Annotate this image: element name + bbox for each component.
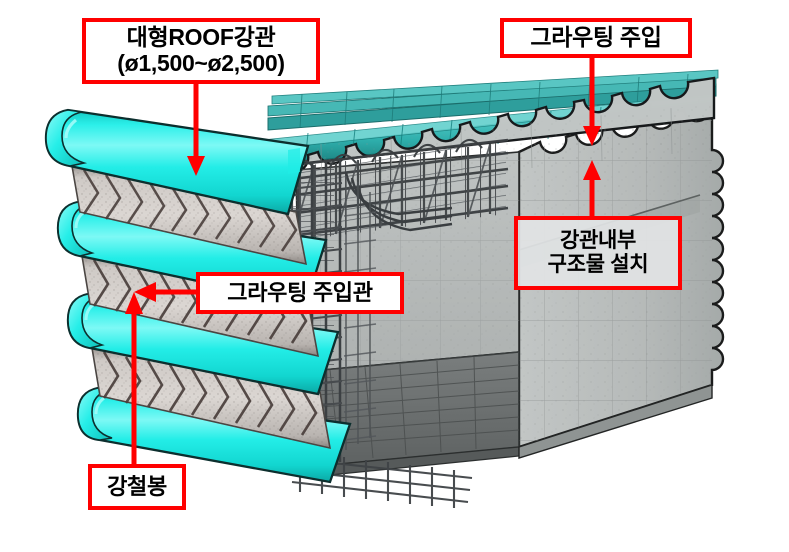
wall-foot [518,384,713,459]
pipe-edge-sliver [288,148,300,174]
callout-inner-structure-line2: 구조물 설치 [547,253,649,276]
callout-grout-injection[interactable]: 그라우팅 주입 [500,18,692,58]
callout-roof-pipe[interactable]: 대형ROOF강관 (ø1,500~ø2,500) [82,18,320,84]
callout-grout-injection-line1: 그라우팅 주입 [530,24,662,51]
arrow-steel-rod [125,292,143,464]
arrow-roof-pipe [187,84,205,176]
arrow-grout-injection [583,58,601,146]
callout-grout-pipe[interactable]: 그라우팅 주입관 [196,272,404,314]
arrow-inner-structure [583,160,601,216]
callout-inner-structure-line1: 강관내부 [559,229,637,253]
callout-grout-pipe-line1: 그라우팅 주입관 [227,279,373,305]
callout-roof-pipe-line1: 대형ROOF강관 [126,24,276,51]
roof-pipe-1 [44,108,310,216]
callout-roof-pipe-line2: (ø1,500~ø2,500) [117,50,285,76]
arrow-grout-pipe [134,282,196,302]
roof-pipe-4 [76,386,352,484]
callout-steel-rod-line1: 강철봉 [107,473,167,499]
callout-arrows [125,58,601,464]
callout-steel-rod[interactable]: 강철봉 [88,464,186,510]
callout-inner-structure[interactable]: 강관내부 구조물 설치 [514,216,682,290]
